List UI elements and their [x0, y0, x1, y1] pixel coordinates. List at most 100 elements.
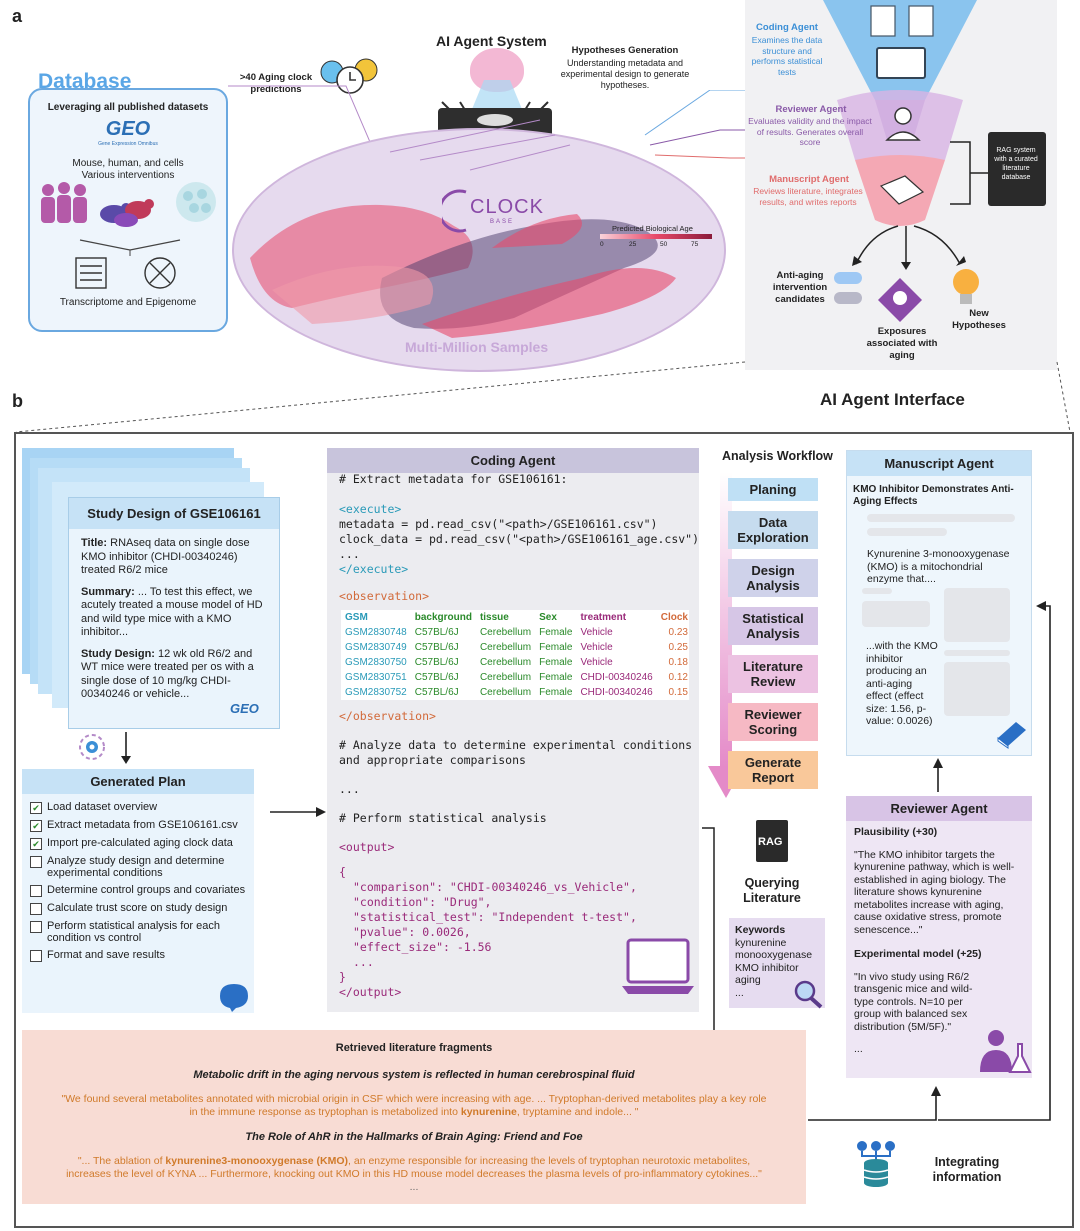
- table-cell: Female: [539, 657, 573, 668]
- study-summary-text: ... To test this effect, we acutely trea…: [81, 585, 263, 639]
- table-cell: GSM2830750: [345, 657, 407, 668]
- plan-item: Calculate trust score on study design: [30, 902, 248, 915]
- code-line: ...: [339, 547, 360, 561]
- lightbulb-icon: [953, 269, 979, 304]
- rag-system-label: RAG system with a curated literature dat…: [994, 147, 1038, 181]
- code-block: # Extract metadata for GSE106161: <execu…: [339, 472, 699, 604]
- plan-item: Determine control groups and covariates: [30, 884, 248, 897]
- workflow-title: Analysis Workflow: [722, 449, 833, 463]
- table-cell: 0.23: [668, 627, 688, 638]
- clock-predictions: >40 Aging clock predictions: [239, 72, 313, 95]
- table-cell: Female: [539, 642, 573, 653]
- database-line1: Mouse, human, and cells: [72, 158, 184, 169]
- code-line: "comparison": "CHDI-00340246_vs_Vehicle"…: [353, 880, 637, 894]
- keyword: monooxygenase: [735, 949, 813, 961]
- plan-checkbox[interactable]: [30, 921, 42, 933]
- plan-item: Analyze study design and determine exper…: [30, 855, 248, 879]
- arrow-code-to-literature: [702, 827, 719, 1052]
- plan-checkbox[interactable]: [30, 856, 42, 868]
- reviewer-model: Experimental model (+25): [854, 948, 982, 960]
- table-cell: GSM2830749: [345, 642, 407, 653]
- workflow-step: Statistical Analysis: [728, 607, 818, 645]
- code-comment: and appropriate comparisons: [339, 753, 526, 767]
- workflow-step: Planing: [728, 478, 818, 501]
- output-anti-aging: Anti-aging intervention candidates: [772, 270, 828, 305]
- geo-subtitle: Gene Expression Omnibus: [98, 141, 158, 147]
- rag-label: RAG: [758, 836, 783, 848]
- database-integration-icon: [857, 1141, 895, 1187]
- literature-panel: Retrieved literature fragments Metabolic…: [22, 1030, 806, 1204]
- reviewer-header: Reviewer Agent: [846, 796, 1032, 821]
- querying-title: Querying Literature: [743, 876, 801, 905]
- reviewer-model-text: "In vivo study using R6/2 transgenic mic…: [854, 970, 973, 1033]
- manuscript-agent-title: Manuscript Agent: [769, 174, 849, 185]
- generated-plan-header: Generated Plan: [22, 769, 254, 794]
- plan-checkbox[interactable]: [30, 885, 42, 897]
- agent-funnel: [823, 0, 977, 226]
- legend-tick: 25: [629, 241, 637, 248]
- table-cell: C57BL/6J: [414, 672, 459, 683]
- rag-book-icon: [988, 132, 1046, 206]
- study-design-label: Study Design:: [81, 647, 155, 660]
- plan-item-label: Extract metadata from GSE106161.csv: [47, 819, 238, 831]
- literature-title-2: The Role of AhR in the Hallmarks of Brai…: [245, 1131, 583, 1143]
- geo-logo: GEO: [105, 118, 151, 140]
- ai-system-title: AI Agent System: [436, 33, 547, 49]
- legend-gradient: [600, 234, 712, 239]
- reviewer-ellipsis: ...: [854, 1043, 863, 1055]
- code-tag: <observation>: [339, 589, 430, 603]
- plan-item-label: Format and save results: [47, 949, 165, 961]
- code-block-2: </observation> # Analyze data to determi…: [339, 709, 695, 1000]
- brain-icon-small: [220, 984, 248, 1012]
- table-cell: CHDI-00340246: [580, 687, 653, 698]
- study-title-text: RNAseq data on single dose KMO inhibitor…: [81, 537, 250, 576]
- reviewer-plausibility: Plausibility (+30): [854, 826, 938, 838]
- table-header-cell: treatment: [580, 612, 627, 623]
- plan-checkbox[interactable]: ✔: [30, 838, 42, 850]
- table-cell: C57BL/6J: [414, 687, 459, 698]
- legend-tick: 0: [600, 241, 604, 248]
- literature-keyword: kynurenine3-monooxygenase (KMO): [165, 1155, 349, 1167]
- reviewer-plausibility-text: "The KMO inhibitor targets the kynurenin…: [854, 848, 1015, 936]
- workflow-step: Reviewer Scoring: [728, 703, 818, 741]
- table-cell: Vehicle: [580, 657, 613, 668]
- literature-quote-2a-end: , an enzyme responsible for increasing t…: [348, 1155, 751, 1167]
- gear-arrow-icon: [79, 732, 131, 764]
- table-cell: 0.25: [668, 642, 688, 653]
- code-tag: <execute>: [339, 502, 402, 516]
- image-placeholder: [862, 601, 930, 627]
- database-line2: Various interventions: [81, 170, 175, 181]
- table-header-cell: GSM: [345, 612, 368, 623]
- magnifier-icon: [794, 980, 823, 1009]
- reviewer-agent-panel: Reviewer Agent Plausibility (+30) "The K…: [846, 796, 1032, 1078]
- table-cell: C57BL/6J: [414, 642, 459, 653]
- text-placeholder: [867, 514, 1015, 522]
- manuscript-para2: ...with the KMO inhibitor producing an a…: [866, 640, 938, 727]
- database-title: Database: [38, 70, 132, 93]
- plan-checkbox[interactable]: ✔: [30, 820, 42, 832]
- panel-a-label: a: [12, 6, 23, 26]
- database-subtitle: Leveraging all published datasets: [47, 102, 209, 113]
- table-cell: 0.12: [668, 672, 688, 683]
- code-line: ...: [353, 955, 374, 969]
- code-line: metadata = pd.read_csv("<path>/GSE106161…: [339, 517, 658, 531]
- table-cell: Cerebellum: [479, 672, 532, 683]
- code-line: "condition": "Drug",: [353, 895, 492, 909]
- hypotheses-title: Hypotheses Generation: [571, 45, 679, 56]
- plan-checkbox[interactable]: [30, 950, 42, 962]
- plan-item-label: Analyze study design and determine exper…: [47, 855, 225, 879]
- plan-checkbox[interactable]: ✔: [30, 802, 42, 814]
- table-cell: C57BL/6J: [414, 627, 459, 638]
- code-line: "effect_size": -1.56: [353, 940, 492, 954]
- study-design-card: Study Design of GSE106161 Title: RNAseq …: [68, 497, 280, 729]
- rag-book-icon-small: [756, 820, 788, 862]
- workflow-step: Literature Review: [728, 655, 818, 693]
- keyword: KMO inhibitor: [735, 961, 799, 974]
- plan-checkbox[interactable]: [30, 903, 42, 915]
- code-tag: </output>: [339, 985, 402, 999]
